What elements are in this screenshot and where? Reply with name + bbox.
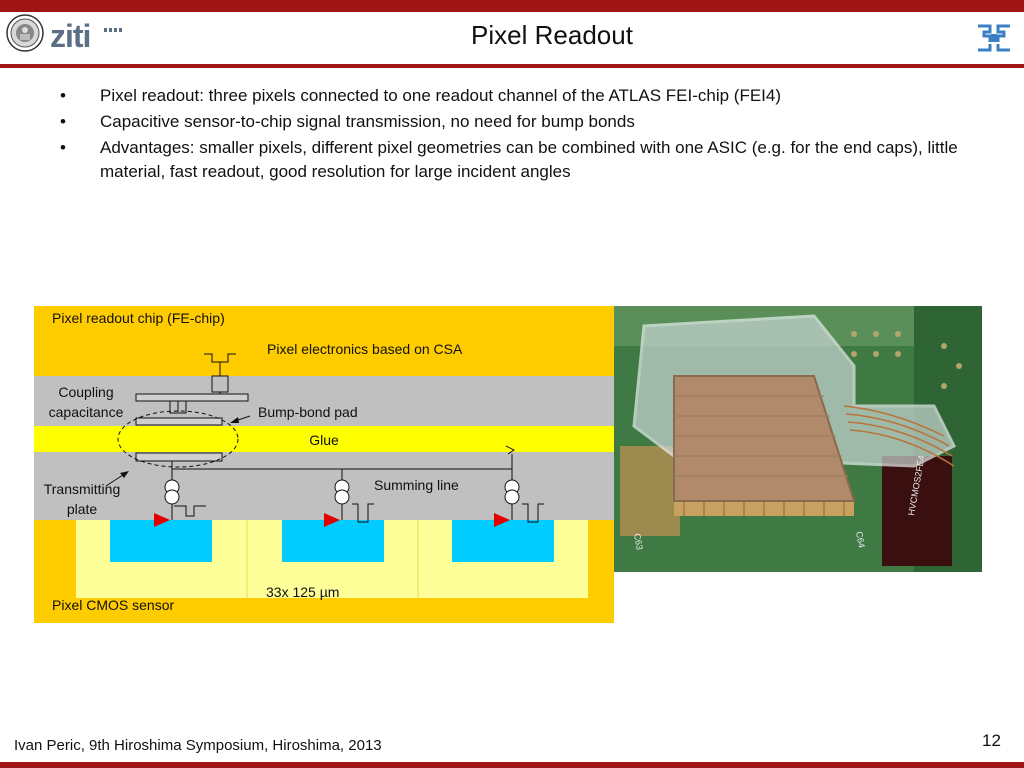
pixel-amplifier: [494, 479, 544, 527]
top-banner: [0, 0, 1024, 12]
dimension-label: 33x 125 µm: [266, 584, 339, 600]
bullet-item: • Advantages: smaller pixels, different p…: [60, 136, 960, 184]
sensor-label: Pixel CMOS sensor: [52, 597, 174, 613]
bullet-text: Pixel readout: three pixels connected to…: [100, 86, 782, 105]
bullet-text: Capacitive sensor-to-chip signal transmi…: [100, 112, 635, 131]
summing-line-label: Summing line: [374, 477, 459, 493]
pixel-well: [282, 520, 384, 562]
ziti-logo: ziti: [50, 18, 91, 54]
bullet-item: • Capacitive sensor-to-chip signal transm…: [60, 110, 960, 134]
board-label: C63: [632, 533, 645, 551]
bump-bond-label: Bump-bond pad: [258, 404, 358, 420]
page-number: 12: [982, 731, 1001, 750]
bullet-symbol: •: [60, 112, 66, 131]
pixel-amplifier: [154, 479, 206, 527]
footer-credit: Ivan Peric, 9th Hiroshima Symposium, Hir…: [14, 737, 382, 754]
coupling-layer: [34, 376, 614, 426]
chip-photo: [673, 375, 856, 502]
pixel-well: [452, 520, 554, 562]
chip-layer: [34, 306, 614, 376]
header-divider: [0, 64, 1024, 68]
bottom-banner: [0, 762, 1024, 768]
transmitting-label: plate: [67, 501, 98, 517]
logo-dots-icon: [104, 28, 122, 32]
chip-assembly-photo: C63 C64 HVCMOS2FE4: [614, 306, 982, 572]
bullet-symbol: •: [60, 138, 66, 157]
pixel-well: [110, 520, 212, 562]
bullet-list: • Pixel readout: three pixels connected t…: [60, 84, 960, 186]
chip-pad: [135, 393, 249, 402]
institute-logo-icon: [976, 22, 1012, 54]
transmitting-layer: [34, 452, 614, 520]
university-seal-icon: [6, 14, 44, 52]
bullet-item: • Pixel readout: three pixels connected t…: [60, 84, 960, 108]
bullet-symbol: •: [60, 86, 66, 105]
glue-layer: [34, 426, 614, 452]
pixel-amplifier: [324, 479, 374, 527]
bump-bond-pad: [135, 417, 223, 426]
pixel-readout-diagram: Pixel readout chip (FE-chip) Pixel elect…: [34, 306, 614, 623]
board-label: C64: [854, 531, 867, 549]
bullet-text: Advantages: smaller pixels, different pi…: [100, 138, 958, 181]
transmitting-plate: [135, 452, 223, 462]
coupling-label: capacitance: [49, 404, 124, 420]
transmitting-label: Transmitting: [44, 481, 121, 497]
coupling-ellipse: [117, 410, 239, 468]
coupling-label: Coupling: [58, 384, 113, 400]
slide-title: Pixel Readout: [471, 20, 633, 50]
glue-label: Glue: [309, 432, 339, 448]
bump-block: [169, 400, 187, 414]
chip-label: Pixel readout chip (FE-chip): [52, 310, 225, 326]
electronics-label: Pixel electronics based on CSA: [267, 341, 463, 357]
